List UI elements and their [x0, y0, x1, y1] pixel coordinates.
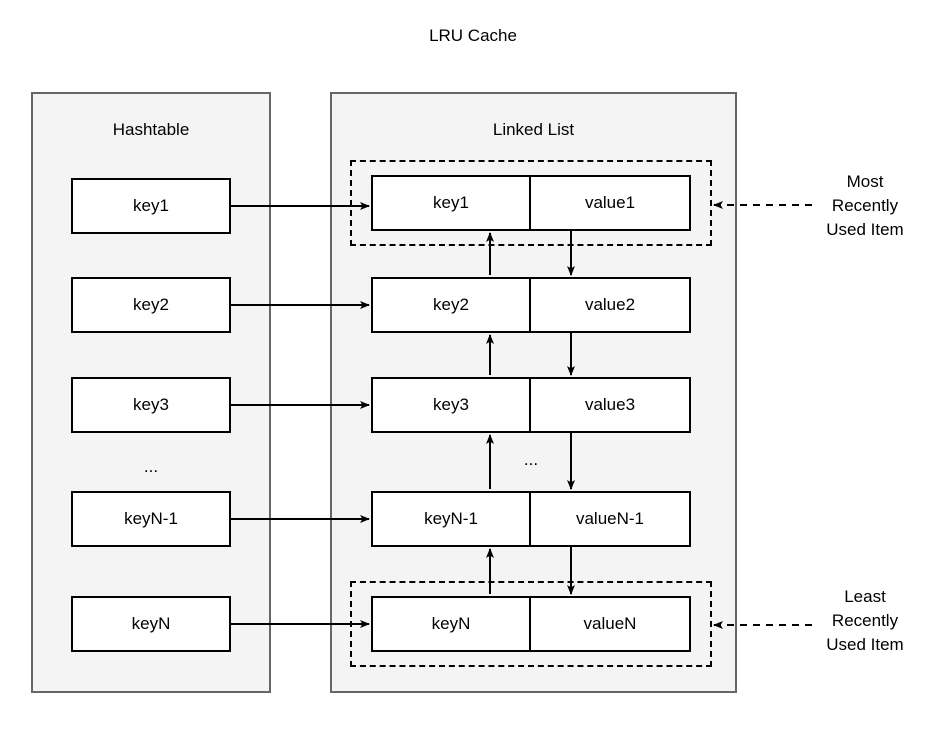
linked-list-ellipsis: ... — [523, 450, 539, 469]
node-key-cell: key2 — [373, 279, 531, 331]
node-value-cell: valueN — [583, 614, 637, 633]
node-key-cell: key3 — [373, 379, 531, 431]
hashtable-key-label: keyN-1 — [124, 509, 178, 528]
hashtable-key-box-5: keyN — [71, 596, 231, 652]
annotation-line-3: Used Item — [826, 220, 904, 239]
linked-list-node-3: key3 value3 — [371, 377, 691, 433]
node-value-cell: value1 — [584, 193, 636, 212]
hashtable-key-label: key2 — [133, 295, 169, 314]
most-recently-used-highlight-box — [350, 160, 712, 246]
node-key-cell: key1 — [373, 177, 531, 229]
hashtable-key-box-3: key3 — [71, 377, 231, 433]
linked-list-node-2: key2 value2 — [371, 277, 691, 333]
diagram-title: LRU Cache — [429, 26, 517, 45]
node-value-cell: value3 — [584, 395, 636, 414]
annotation-line-1: Most — [846, 172, 884, 191]
linked-list-node-4: keyN-1 valueN-1 — [371, 491, 691, 547]
annotation-line-2: Recently — [831, 196, 899, 215]
annotation-line-1: Least — [844, 587, 886, 606]
most-recently-used-annotation: Most Recently Used Item — [790, 170, 940, 242]
hashtable-key-label: key1 — [133, 196, 169, 215]
annotation-line-3: Used Item — [826, 635, 904, 654]
hashtable-key-box-4: keyN-1 — [71, 491, 231, 547]
node-key-cell: keyN — [373, 598, 531, 650]
least-recently-used-annotation: Least Recently Used Item — [790, 585, 940, 657]
hashtable-key-box-2: key2 — [71, 277, 231, 333]
hashtable-key-box-1: key1 — [71, 178, 231, 234]
hashtable-ellipsis: ... — [143, 457, 159, 476]
linked-list-node-1: key1 value1 — [371, 175, 691, 231]
linked-list-panel-title: Linked List — [492, 120, 575, 139]
node-value-cell: value2 — [584, 295, 636, 314]
hashtable-panel-title: Hashtable — [112, 120, 190, 139]
hashtable-key-label: keyN — [131, 614, 171, 633]
node-key-cell: keyN-1 — [373, 493, 531, 545]
linked-list-node-5: keyN valueN — [371, 596, 691, 652]
annotation-line-2: Recently — [831, 611, 899, 630]
hashtable-key-label: key3 — [133, 395, 169, 414]
node-value-cell: valueN-1 — [575, 509, 645, 528]
